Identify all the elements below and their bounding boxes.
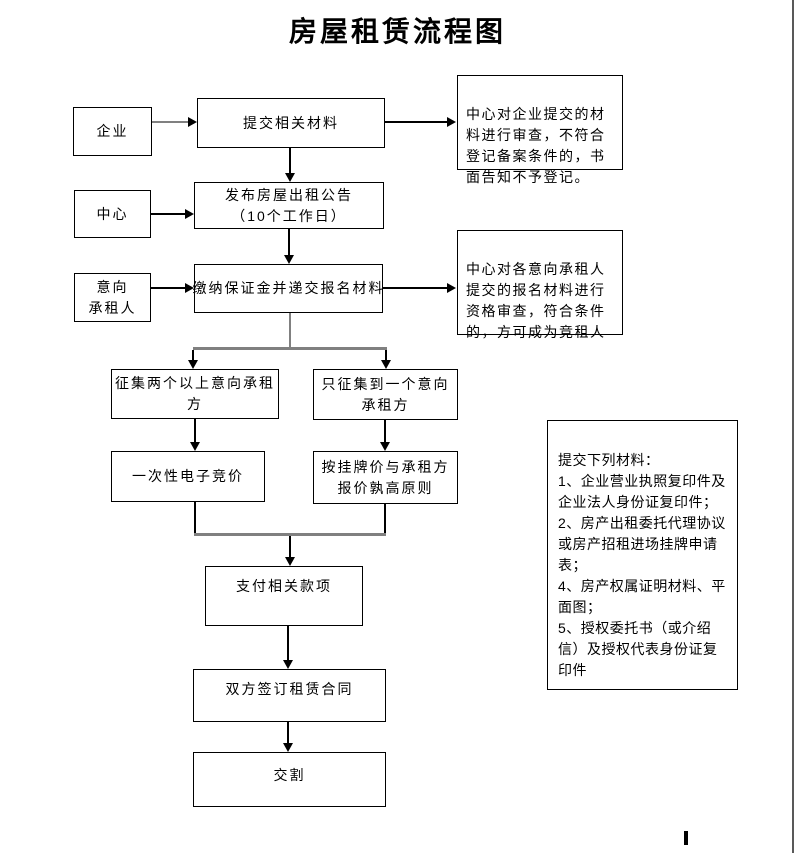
flow-box-label: 双方签订租赁合同 bbox=[225, 681, 354, 697]
arrowhead-right-icon bbox=[447, 117, 456, 127]
merge-bar bbox=[194, 533, 386, 536]
connector-line bbox=[151, 213, 185, 215]
flow-box-only-one-lessee: 只征集到一个意向 承租方 bbox=[313, 369, 458, 420]
flow-box-handover: 交割 bbox=[193, 752, 386, 807]
arrowhead-down-icon bbox=[284, 255, 294, 264]
flow-box-publish-notice: 发布房屋出租公告 （10个工作日） bbox=[194, 182, 384, 229]
flow-box-two-or-more-lessees: 征集两个以上意向承租 方 bbox=[111, 369, 279, 419]
connector-line bbox=[289, 313, 291, 348]
flow-box-payment: 支付相关款项 bbox=[205, 566, 363, 626]
arrowhead-down-icon bbox=[381, 360, 391, 369]
flow-box-enterprise: 企业 bbox=[73, 107, 152, 156]
arrowhead-down-icon bbox=[283, 743, 293, 752]
note-materials-list: 提交下列材料： 1、企业营业执照复印件及企业法人身份证复印件； 2、房产出租委托… bbox=[547, 420, 738, 690]
flow-box-label: 中心 bbox=[96, 205, 129, 222]
note-review-enterprise: 中心对企业提交的材料进行审查，不符合登记备案条件的，书面告知不予登记。 bbox=[457, 75, 623, 185]
note-text: 提交下列材料： 1、企业营业执照复印件及企业法人身份证复印件； 2、房产出租委托… bbox=[558, 452, 726, 678]
arrowhead-right-icon bbox=[185, 283, 194, 293]
connector-line bbox=[383, 287, 447, 289]
connector-line bbox=[287, 722, 289, 743]
flow-box-sign-contract: 双方签订租赁合同 bbox=[193, 669, 386, 722]
arrowhead-down-icon bbox=[283, 660, 293, 669]
arrowhead-right-icon bbox=[447, 283, 456, 293]
arrowhead-down-icon bbox=[285, 173, 295, 182]
flow-box-intended-lessee: 意向 承租人 bbox=[74, 273, 151, 322]
connector-line bbox=[194, 502, 196, 535]
flow-box-pay-deposit: 缴纳保证金并递交报名材料 bbox=[192, 264, 385, 313]
connector-line bbox=[384, 420, 386, 442]
arrowhead-down-icon bbox=[190, 442, 200, 451]
connector-line bbox=[288, 229, 290, 255]
connector-line bbox=[385, 121, 447, 123]
connector-line bbox=[194, 419, 196, 442]
page-title: 房屋租赁流程图 bbox=[288, 16, 506, 47]
arrowhead-down-icon bbox=[285, 557, 295, 566]
connector-line bbox=[289, 536, 291, 557]
arrowhead-right-icon bbox=[188, 117, 197, 127]
flow-box-label: 只征集到一个意向 承租方 bbox=[321, 375, 450, 413]
connector-line bbox=[151, 287, 185, 289]
connector-line bbox=[385, 350, 387, 361]
flow-box-label: 提交相关材料 bbox=[243, 114, 339, 131]
note-text: 中心对各意向承租人提交的报名材料进行资格审查，符合条件的，方可成为竞租人 bbox=[466, 261, 606, 340]
flow-box-e-bidding: 一次性电子竞价 bbox=[111, 451, 265, 502]
flow-box-label: 征集两个以上意向承租 方 bbox=[115, 375, 275, 412]
connector-line bbox=[384, 504, 386, 535]
flow-box-submit-materials: 提交相关材料 bbox=[197, 98, 385, 148]
flow-box-price-rule: 按挂牌价与承租方 报价孰高原则 bbox=[313, 451, 458, 504]
flow-box-label: 企业 bbox=[96, 123, 129, 139]
page-right-edge bbox=[792, 0, 794, 853]
flow-box-label: 缴纳保证金并递交报名材料 bbox=[192, 280, 385, 296]
flow-box-label: 一次性电子竞价 bbox=[132, 468, 244, 484]
note-review-lessee: 中心对各意向承租人提交的报名材料进行资格审查，符合条件的，方可成为竞租人 bbox=[457, 230, 623, 340]
flow-box-center: 中心 bbox=[74, 190, 151, 238]
arrowhead-right-icon bbox=[185, 209, 194, 219]
connector-line bbox=[152, 121, 188, 123]
connector-line bbox=[192, 350, 194, 361]
split-bar bbox=[193, 347, 387, 350]
flow-box-label: 意向 承租人 bbox=[88, 278, 137, 316]
flow-box-label: 支付相关款项 bbox=[236, 578, 332, 594]
connector-line bbox=[289, 148, 291, 173]
text-cursor[interactable] bbox=[684, 831, 688, 845]
arrowhead-down-icon bbox=[188, 360, 198, 369]
arrowhead-down-icon bbox=[380, 442, 390, 451]
connector-line bbox=[287, 626, 289, 660]
flow-box-label: 按挂牌价与承租方 报价孰高原则 bbox=[321, 458, 450, 496]
note-text: 中心对企业提交的材料进行审查，不符合登记备案条件的，书面告知不予登记。 bbox=[466, 106, 606, 185]
flow-box-label: 交割 bbox=[273, 767, 306, 783]
flow-box-label: 发布房屋出租公告 （10个工作日） bbox=[225, 186, 353, 224]
